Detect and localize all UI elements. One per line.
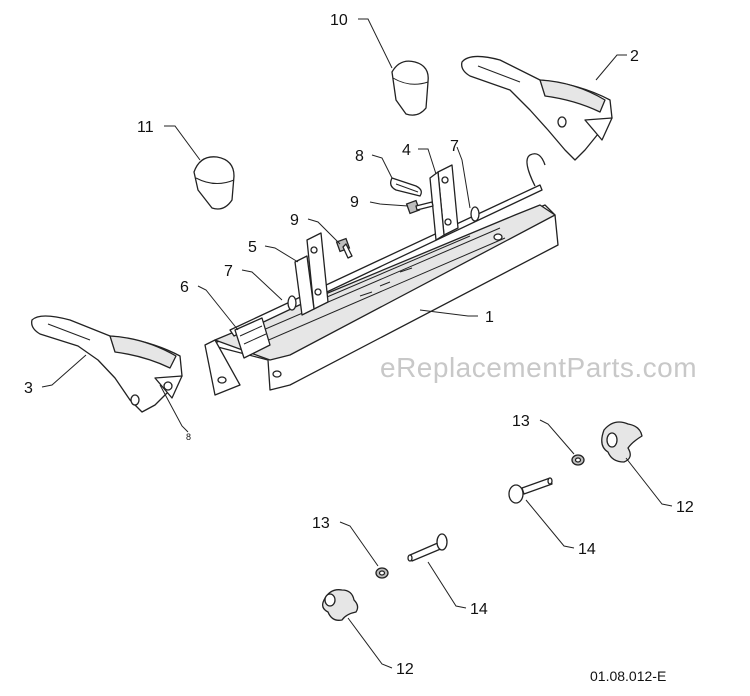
part-12-star-knob-right[interactable] xyxy=(601,421,643,463)
callout-4: 4 xyxy=(402,142,411,159)
part-5-bracket[interactable] xyxy=(294,232,329,316)
part-13-nut-left[interactable] xyxy=(375,567,389,579)
part-10-knob[interactable] xyxy=(391,60,429,116)
callout-5: 5 xyxy=(248,239,257,256)
callout-10: 10 xyxy=(330,12,348,29)
callout-1: 1 xyxy=(485,309,494,326)
callout-11: 11 xyxy=(137,119,154,136)
callout-12-right: 12 xyxy=(676,499,694,516)
callout-9-lower: 9 xyxy=(290,212,299,229)
callout-9-upper: 9 xyxy=(350,194,359,211)
part-1-frame[interactable] xyxy=(204,204,559,396)
callout-6: 6 xyxy=(180,279,189,296)
watermark: eReplacementParts.com xyxy=(380,352,697,383)
callout-7-right: 7 xyxy=(450,138,459,155)
callout-3: 3 xyxy=(24,380,33,397)
callout-12-left: 12 xyxy=(396,661,414,678)
part-14-pin-left[interactable] xyxy=(407,533,448,562)
part-4-bracket[interactable] xyxy=(429,164,459,241)
callout-14-right: 14 xyxy=(578,541,596,558)
part-11-knob[interactable] xyxy=(193,156,235,210)
callout-7-left: 7 xyxy=(224,263,233,280)
diagram-code: 01.08.012-E xyxy=(590,668,666,684)
part-9-bolt-upper[interactable] xyxy=(405,199,434,215)
callout-8: 8 xyxy=(355,148,364,165)
part-12-star-knob-left[interactable] xyxy=(322,589,359,621)
callout-13-right: 13 xyxy=(512,413,530,430)
leader-lines xyxy=(41,18,673,669)
part-6-linkage[interactable] xyxy=(234,317,271,359)
part-9-bolt-lower[interactable] xyxy=(335,237,353,259)
part-14-pin-right[interactable] xyxy=(508,477,553,504)
part-2-lever-handle[interactable] xyxy=(461,55,613,161)
callout-13-left: 13 xyxy=(312,515,330,532)
callout-14-left: 14 xyxy=(470,601,488,618)
part-3-lever-handle[interactable] xyxy=(31,315,183,413)
callout-8-small: 8 xyxy=(186,432,191,442)
part-13-nut-right[interactable] xyxy=(571,454,585,466)
callout-2: 2 xyxy=(630,48,639,65)
part-8-clip[interactable] xyxy=(390,177,422,197)
